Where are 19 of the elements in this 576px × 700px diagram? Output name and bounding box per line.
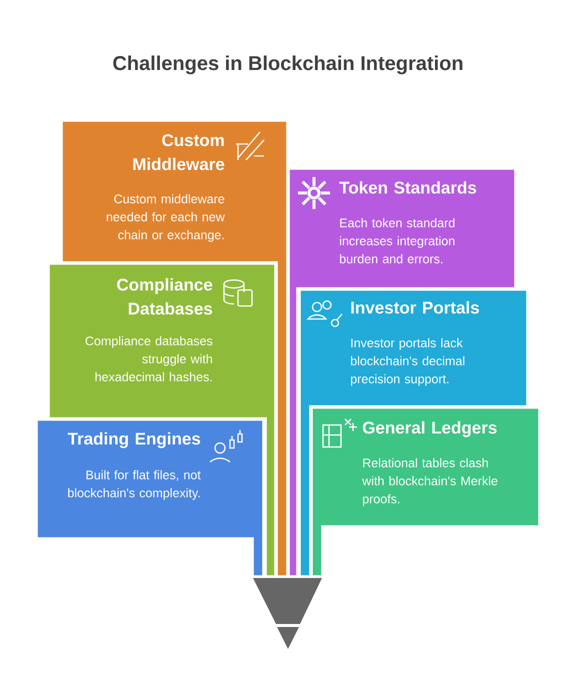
band-description: Relational tables clash with blockchain's Merkle proofs. [362,458,498,506]
band-heading: Trading Engines [68,432,200,448]
band-description: Compliance databases struggle with hexadecimal hashes. [86,336,212,382]
challenge-band [311,407,540,577]
challenge-band [288,168,516,577]
challenge-band [36,419,264,577]
band-description: Built for flat files, not blockchain's complexity. [68,470,201,500]
band-description: Each token standard increases integration burden and errors. [340,218,454,264]
band-heading: Token Standards [339,181,476,194]
band-heading: Investor Portals [351,301,479,314]
band-heading: Custom Middleware [133,134,224,170]
band-description: Investor portals lack blockchain's decimal precision support. [351,338,464,386]
challenge-band [61,120,288,577]
band-heading: Compliance Databases [117,278,212,315]
challenge-band [48,263,276,577]
challenge-band [299,289,528,577]
band-description: Custom middleware needed for each new chain or exchange. [106,194,225,242]
title: Challenges in Blockchain Integration [113,56,462,74]
band-heading: General Ledgers [362,421,497,438]
